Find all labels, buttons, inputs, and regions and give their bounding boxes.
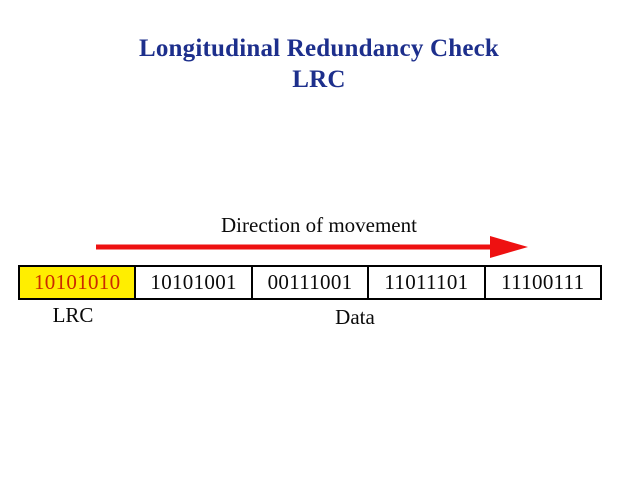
block-data-1: 10101001 [136, 267, 253, 298]
page-title: Longitudinal Redundancy Check LRC [0, 33, 638, 95]
lrc-caption: LRC [52, 303, 94, 327]
right-arrow-icon [96, 236, 528, 258]
title-line-1: Longitudinal Redundancy Check [138, 35, 500, 62]
block-data-3: 11011101 [369, 267, 486, 298]
block-lrc: 10101010 [20, 267, 137, 298]
frame-bit-blocks: 10101010 10101001 00111001 11011101 1110… [18, 265, 602, 300]
data-caption: Data [335, 305, 375, 329]
direction-of-movement-label: Direction of movement [221, 213, 417, 237]
title-line-2: LRC [292, 66, 346, 93]
block-data-2: 00111001 [252, 267, 370, 298]
block-data-4: 11100111 [485, 267, 601, 298]
